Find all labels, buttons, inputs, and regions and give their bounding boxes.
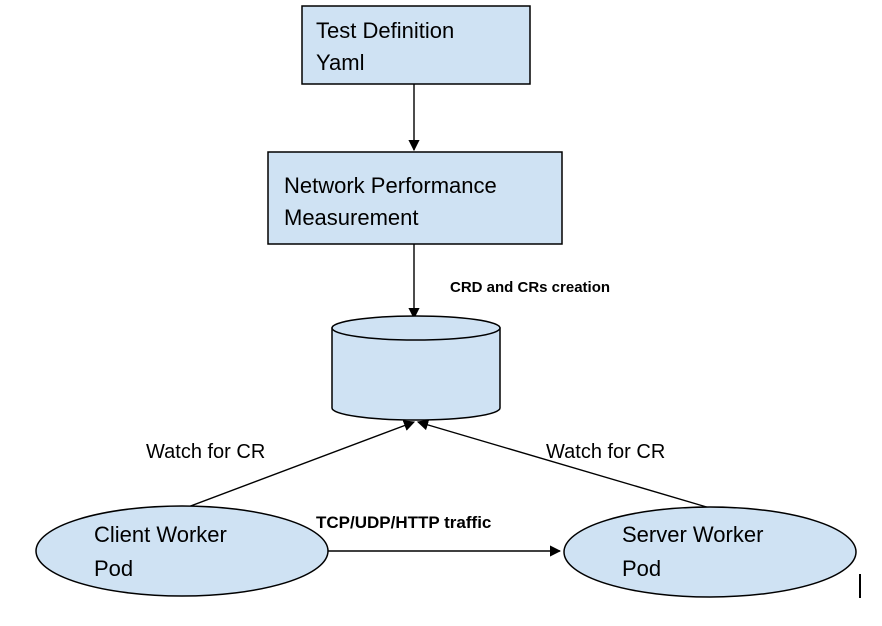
edge-client-to-datastore	[179, 420, 416, 511]
client-pod-node: Client Worker Pod	[35, 505, 329, 597]
datastore-cylinder	[331, 315, 501, 421]
server-pod-line1: Server Worker	[622, 522, 763, 547]
client-watch-label: Watch for CR	[146, 441, 265, 463]
server-pod-line2: Pod	[622, 556, 661, 581]
client-pod-line2: Pod	[94, 556, 133, 581]
test-definition-line2: Yaml	[316, 50, 365, 75]
traffic-label: TCP/UDP/HTTP traffic	[316, 513, 491, 532]
server-pod-node: Server Worker Pod	[563, 506, 857, 598]
crd-creation-label: CRD and CRs creation	[450, 279, 610, 296]
server-watch-label: Watch for CR	[546, 441, 665, 463]
network-performance-node: Network Performance Measurement	[267, 151, 563, 245]
edge-server-to-datastore	[416, 419, 711, 509]
test-definition-node: Test Definition Yaml	[301, 5, 531, 85]
network-performance-line1: Network Performance	[284, 173, 497, 198]
client-pod-line1: Client Worker	[94, 522, 227, 547]
network-performance-line2: Measurement	[284, 205, 419, 230]
test-definition-line1: Test Definition	[316, 18, 454, 43]
datastore-top	[331, 315, 501, 341]
